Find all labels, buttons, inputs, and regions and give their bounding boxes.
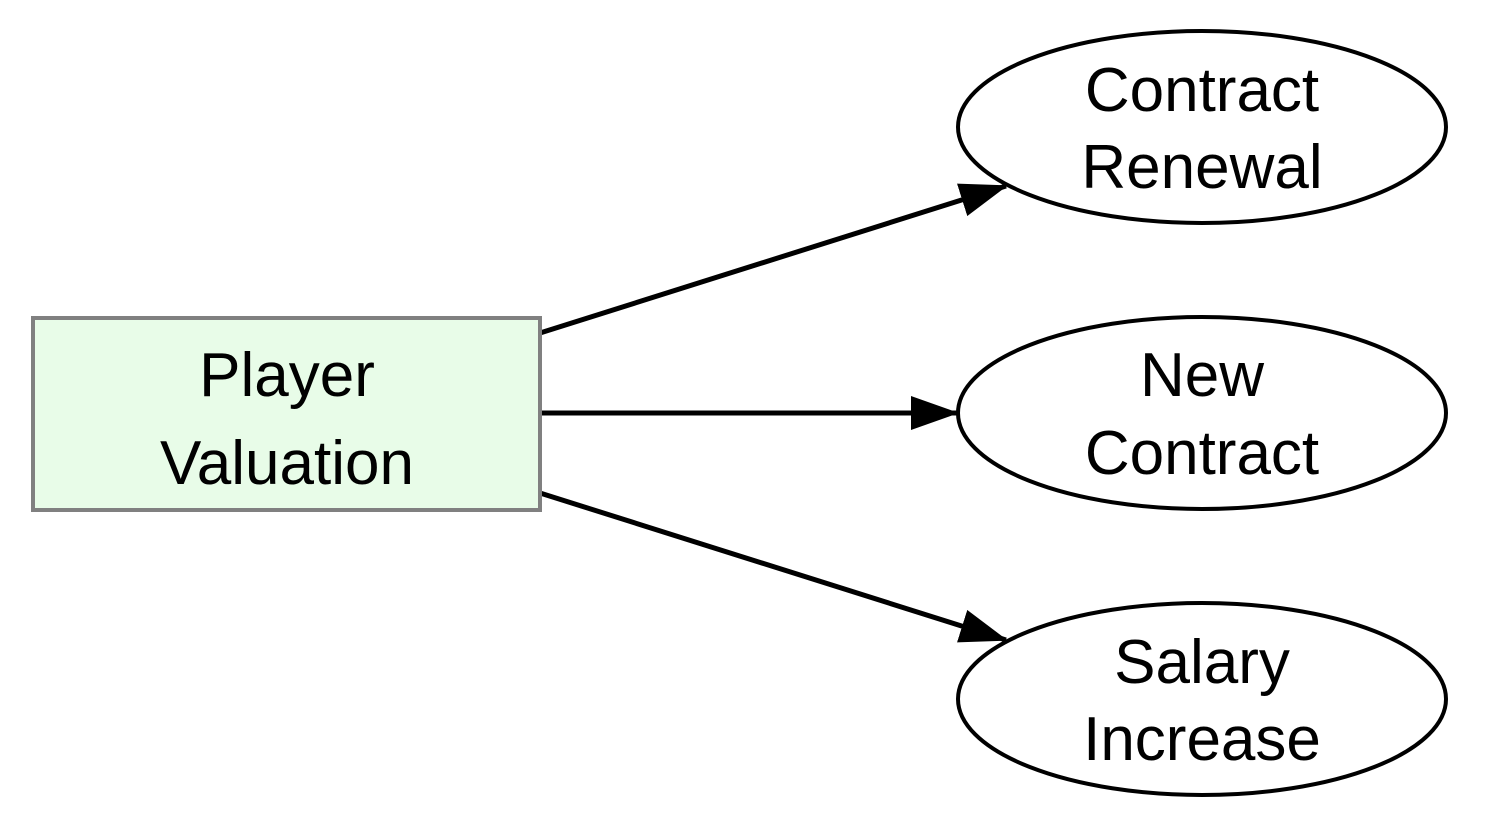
node-contract-renewal-label-line2: Renewal xyxy=(1081,133,1322,202)
node-player-valuation: Player Valuation xyxy=(31,316,542,512)
node-player-valuation-box xyxy=(31,316,542,512)
node-salary-increase-ellipse xyxy=(956,601,1448,797)
edge-player-valuation-to-contract-renewal xyxy=(539,183,1008,336)
edges xyxy=(539,183,1008,643)
node-new-contract-label-line1: New xyxy=(1140,341,1264,410)
node-contract-renewal: Contract Renewal xyxy=(956,29,1448,225)
node-salary-increase: Salary Increase xyxy=(956,601,1448,797)
node-salary-increase-label-line1: Salary xyxy=(1114,628,1290,697)
node-new-contract-ellipse xyxy=(956,315,1448,511)
node-contract-renewal-label-line1: Contract xyxy=(1085,56,1319,125)
node-player-valuation-label-line1: Player xyxy=(199,341,375,410)
node-player-valuation-label-line2: Valuation xyxy=(160,429,414,498)
node-contract-renewal-ellipse xyxy=(956,29,1448,225)
node-salary-increase-label-line2: Increase xyxy=(1083,705,1321,774)
edge-player-valuation-to-salary-increase xyxy=(539,490,1008,643)
node-new-contract-label-line2: Contract xyxy=(1085,419,1319,488)
node-new-contract: New Contract xyxy=(956,315,1448,511)
